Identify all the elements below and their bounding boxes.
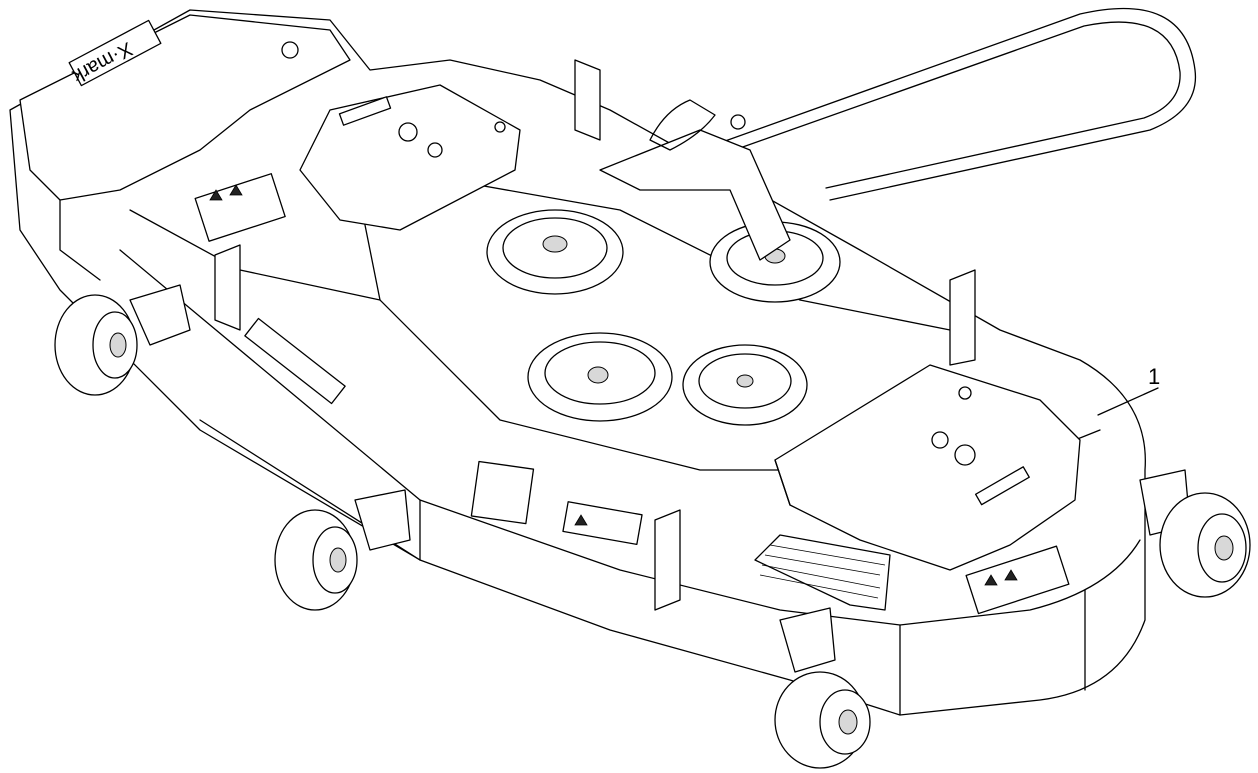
safety-decal-right [965, 545, 1070, 615]
model-decal [244, 317, 346, 405]
caster-wheel-front-left [274, 489, 411, 611]
info-decal [470, 460, 535, 525]
tension-spring [649, 99, 716, 151]
brand-logo-plate [68, 19, 162, 87]
warning-decal [562, 501, 643, 546]
caster-wheel-front-right [1139, 469, 1251, 598]
right-belt-cover [774, 364, 1081, 571]
tread-plate [754, 534, 891, 611]
caster-wheel-rear-left [54, 284, 191, 396]
callout-leader-line [1097, 387, 1159, 416]
callout-label-1: 1 [1148, 364, 1161, 389]
caster-wheel-front-center [774, 607, 871, 769]
idler-arm [599, 129, 791, 261]
safety-decal-left [194, 173, 286, 242]
drive-belt [699, 7, 1197, 201]
